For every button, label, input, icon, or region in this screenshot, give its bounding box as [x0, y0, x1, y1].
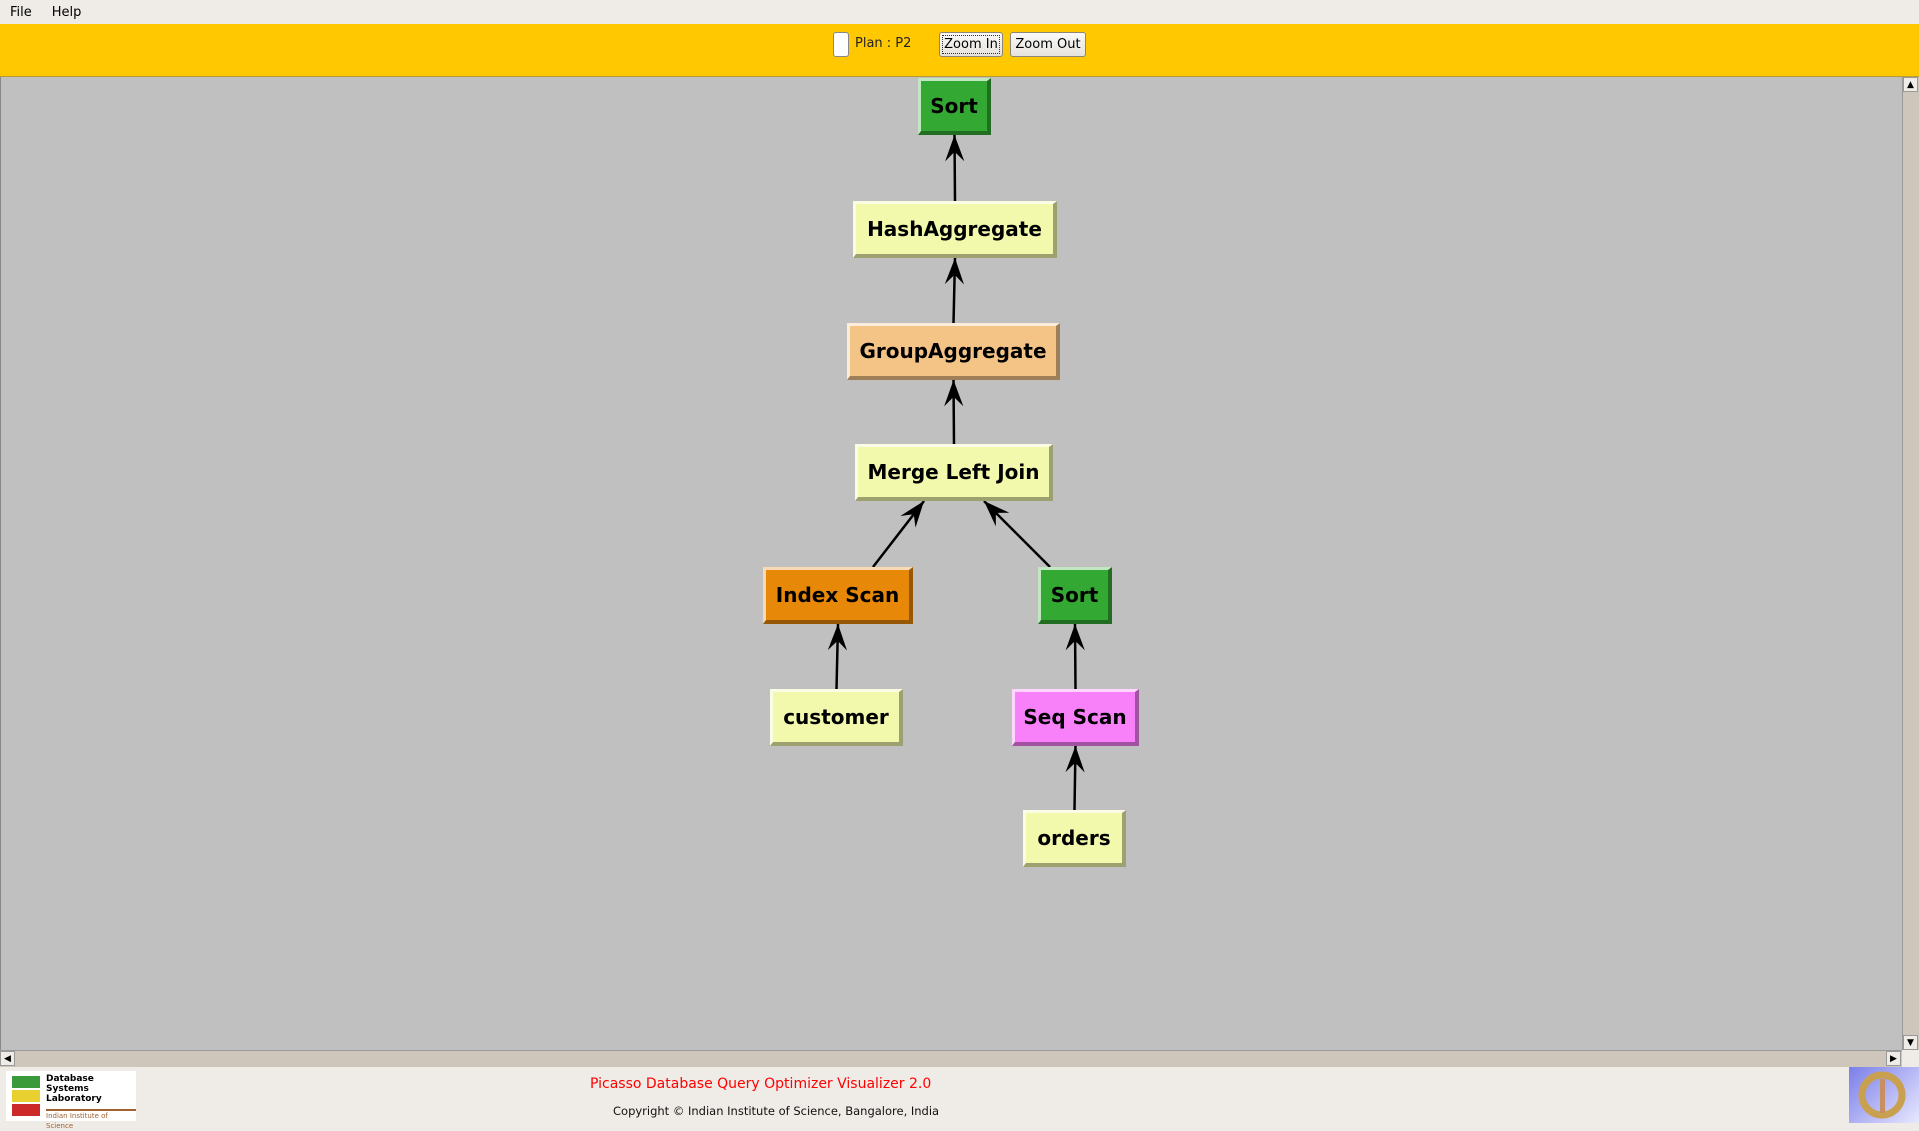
dsl-logo-text: Database Systems Laboratory [46, 1074, 102, 1104]
arrowhead-icon [945, 135, 965, 162]
plan-node-seqscan[interactable]: Seq Scan [1012, 689, 1139, 746]
footer: Database Systems Laboratory Indian Insti… [0, 1067, 1919, 1130]
menu-file[interactable]: File [10, 4, 32, 20]
app-title: Picasso Database Query Optimizer Visuali… [590, 1076, 932, 1092]
horizontal-scrollbar[interactable]: ◀ ▶ [0, 1050, 1902, 1067]
copyright: Copyright © Indian Institute of Science,… [613, 1104, 940, 1118]
scroll-left-icon[interactable]: ◀ [0, 1051, 15, 1066]
dsl-logo: Database Systems Laboratory Indian Insti… [6, 1071, 136, 1130]
plan-edges [827, 134, 1085, 811]
dsl-logo-sub: Indian Institute of Science [46, 1109, 136, 1131]
plan-node-indexscan[interactable]: Index Scan [763, 567, 913, 624]
plan-node-customer[interactable]: customer [770, 689, 903, 746]
plan-node-mergejoin[interactable]: Merge Left Join [855, 444, 1053, 501]
arrowhead-icon [944, 258, 964, 285]
plan-checkbox[interactable] [833, 32, 849, 57]
arrowhead-icon [827, 624, 847, 651]
plan-node-groupagg[interactable]: GroupAggregate [847, 323, 1060, 380]
scroll-down-icon[interactable]: ▼ [1903, 1035, 1918, 1050]
arrowhead-icon [1065, 746, 1085, 773]
arrowhead-icon [1065, 624, 1085, 651]
dsl-blocks-icon [12, 1076, 40, 1116]
arrowhead-icon [944, 380, 964, 407]
plan-label: Plan : P2 [855, 36, 912, 51]
scroll-right-icon[interactable]: ▶ [1886, 1051, 1901, 1066]
plan-node-hashagg[interactable]: HashAggregate [853, 201, 1057, 258]
toolbar: Plan : P2 Zoom In Zoom Out [0, 24, 1919, 77]
zoom-out-button[interactable]: Zoom Out [1010, 32, 1086, 57]
menu-bar: File Help [0, 0, 1919, 24]
zoom-in-button[interactable]: Zoom In [939, 32, 1003, 57]
plan-node-sort-top[interactable]: Sort [918, 78, 991, 135]
menu-help[interactable]: Help [51, 4, 82, 20]
iisc-emblem-icon [1849, 1067, 1919, 1123]
vertical-scrollbar[interactable]: ▲ ▼ [1902, 77, 1919, 1050]
arrowhead-icon [984, 501, 1010, 527]
plan-node-orders[interactable]: orders [1023, 810, 1126, 867]
arrowhead-icon [900, 501, 924, 528]
scroll-up-icon[interactable]: ▲ [1903, 77, 1918, 92]
plan-node-sort2[interactable]: Sort [1038, 567, 1112, 624]
